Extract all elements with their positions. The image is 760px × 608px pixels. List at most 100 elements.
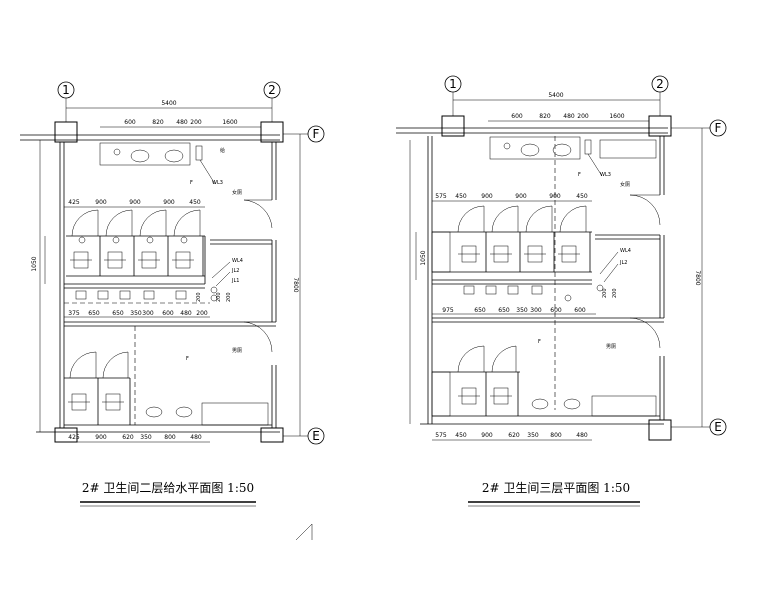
door-upper <box>243 199 273 229</box>
svg-text:620: 620 <box>508 432 520 439</box>
svg-text:JL1: JL1 <box>231 278 239 284</box>
svg-text:650: 650 <box>88 310 100 317</box>
svg-text:450: 450 <box>576 193 588 200</box>
washbasin-icon <box>563 398 581 410</box>
counter-lower <box>201 402 269 426</box>
svg-text:480: 480 <box>180 310 192 317</box>
svg-text:600: 600 <box>550 307 562 314</box>
svg-text:F: F <box>190 180 193 186</box>
basin-counter-upper <box>489 136 581 160</box>
svg-text:350: 350 <box>140 434 152 441</box>
svg-text:800: 800 <box>550 432 562 439</box>
axis-bubble-1-right: 1 <box>444 75 462 118</box>
svg-text:350: 350 <box>516 307 528 314</box>
svg-text:650: 650 <box>474 307 486 314</box>
svg-text:900: 900 <box>481 432 493 439</box>
dims-upper-stalls: 425 900 900 900 450 <box>68 199 201 206</box>
room-label-female: 女厕 <box>620 181 630 188</box>
dims-top-row: 600 820 480 200 1600 <box>124 119 238 126</box>
pipe-label-wl3: WL3 <box>600 172 611 178</box>
svg-text:200: 200 <box>196 292 202 302</box>
svg-text:900: 900 <box>129 199 141 206</box>
dims-bottom: 575 450 900 620 350 800 480 <box>435 432 588 439</box>
svg-text:480: 480 <box>563 113 575 120</box>
slash-mark <box>295 523 313 541</box>
counter-lower <box>591 395 657 417</box>
svg-text:450: 450 <box>455 432 467 439</box>
svg-text:600: 600 <box>511 113 523 120</box>
svg-text:200: 200 <box>612 288 618 298</box>
svg-text:200: 200 <box>577 113 589 120</box>
plan-left: 1 2 F E 5400 600 820 480 200 1600 <box>20 81 325 507</box>
svg-text:1600: 1600 <box>222 119 237 126</box>
svg-text:650: 650 <box>112 310 124 317</box>
dim-right: 7800 <box>694 270 701 285</box>
stalls-upper <box>66 209 205 277</box>
svg-text:900: 900 <box>515 193 527 200</box>
svg-text:900: 900 <box>95 434 107 441</box>
svg-text:300: 300 <box>142 310 154 317</box>
svg-text:2: 2 <box>268 83 276 97</box>
room-label-female: 女厕 <box>232 189 242 196</box>
urinals <box>75 290 187 300</box>
stalls-upper <box>431 205 592 273</box>
dims-upper-stalls: 575 450 900 900 900 450 <box>435 193 588 200</box>
plan-title-right: 2# 卫生间三层平面图 1:50 <box>482 481 630 495</box>
washbasin-icon <box>531 398 549 410</box>
svg-text:575: 575 <box>435 193 447 200</box>
svg-text:900: 900 <box>549 193 561 200</box>
axis-bubble-F-left: F <box>280 125 325 143</box>
column-top-right <box>260 121 284 143</box>
axis-bubble-E-right: E <box>668 418 727 436</box>
mop-sink-icon <box>195 145 203 161</box>
washbasin-icon <box>145 406 163 418</box>
svg-text:450: 450 <box>189 199 201 206</box>
svg-text:WL4: WL4 <box>620 248 631 254</box>
svg-text:900: 900 <box>163 199 175 206</box>
dims-middle: 975 650 650 350 300 600 600 <box>442 307 586 314</box>
svg-text:200: 200 <box>216 292 222 302</box>
column-bottom-right <box>260 427 284 443</box>
svg-text:820: 820 <box>152 119 164 126</box>
axis-bubble-E-left: E <box>280 427 325 445</box>
room-label-male: 男厕 <box>232 348 242 354</box>
svg-text:F: F <box>313 127 320 141</box>
axis-bubble-F-right: F <box>668 119 727 137</box>
svg-text:650: 650 <box>498 307 510 314</box>
svg-text:900: 900 <box>481 193 493 200</box>
column-bottom-right <box>648 419 672 441</box>
svg-text:575: 575 <box>435 432 447 439</box>
svg-text:E: E <box>714 420 722 434</box>
svg-text:1: 1 <box>449 77 457 91</box>
svg-text:300: 300 <box>530 307 542 314</box>
svg-text:350: 350 <box>527 432 539 439</box>
counter-upper-right <box>599 139 657 159</box>
svg-text:F: F <box>578 172 581 178</box>
svg-text:JL2: JL2 <box>619 260 627 266</box>
door-lower <box>243 321 273 353</box>
washbasin-icon <box>175 406 193 418</box>
svg-text:425: 425 <box>68 199 80 206</box>
svg-text:480: 480 <box>176 119 188 126</box>
svg-text:F: F <box>715 121 722 135</box>
svg-text:350: 350 <box>130 310 142 317</box>
svg-text:425: 425 <box>68 434 80 441</box>
svg-text:F: F <box>186 356 189 362</box>
dims-top-row: 600 820 480 200 1600 <box>511 113 625 120</box>
pipe-label-wl3: WL3 <box>212 180 223 186</box>
svg-text:600: 600 <box>574 307 586 314</box>
svg-text:975: 975 <box>442 307 454 314</box>
svg-text:JL2: JL2 <box>231 268 239 274</box>
svg-text:820: 820 <box>539 113 551 120</box>
svg-text:450: 450 <box>455 193 467 200</box>
svg-text:480: 480 <box>576 432 588 439</box>
washbasin-icon <box>164 149 184 163</box>
svg-text:375: 375 <box>68 310 80 317</box>
washbasin-icon <box>552 143 572 157</box>
svg-text:600: 600 <box>162 310 174 317</box>
washbasin-icon <box>520 143 540 157</box>
svg-text:1600: 1600 <box>609 113 624 120</box>
urinals <box>463 285 543 295</box>
door-upper <box>629 194 661 226</box>
